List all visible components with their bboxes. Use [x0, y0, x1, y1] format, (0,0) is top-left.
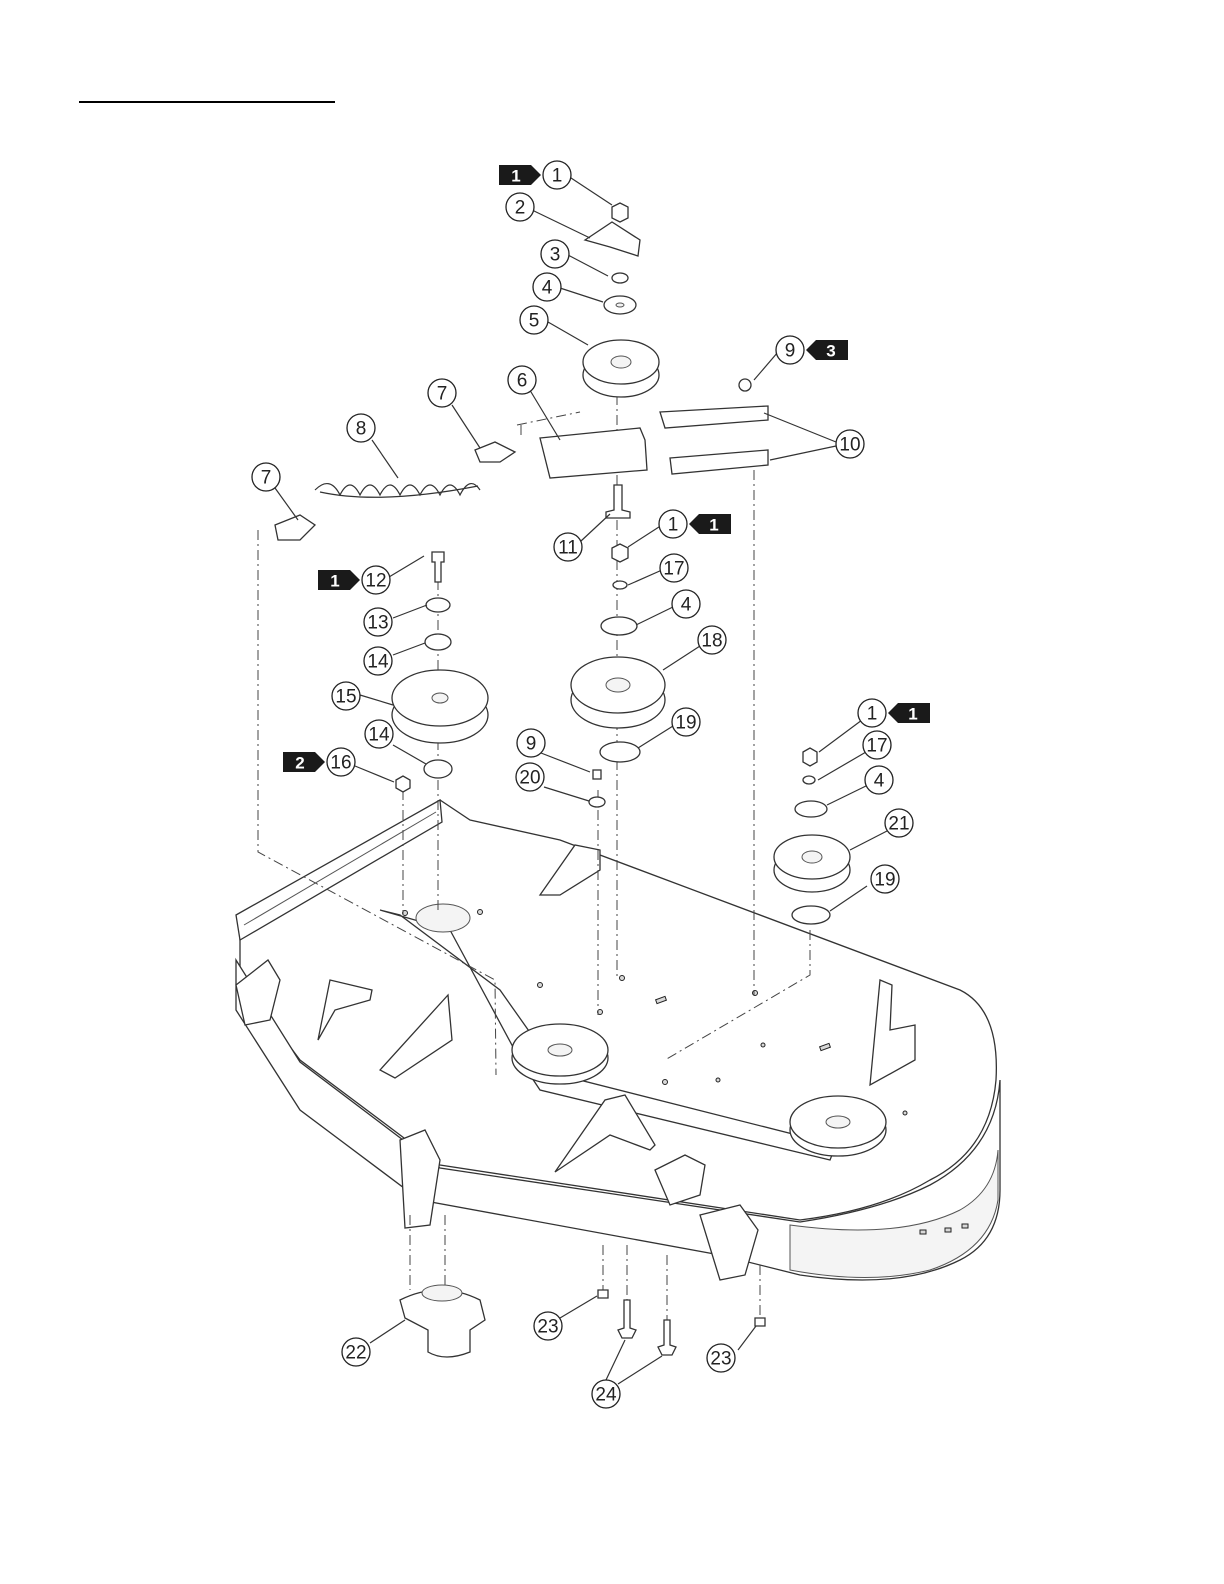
callout-7: 7	[252, 463, 280, 491]
badge-number: 1	[330, 572, 339, 591]
callout-number: 7	[437, 384, 448, 405]
callout-19: 19	[672, 708, 700, 736]
callout-number: 8	[356, 419, 367, 440]
callout-number: 16	[330, 753, 351, 774]
callout-17: 17	[863, 731, 891, 759]
callout-4: 4	[533, 273, 561, 301]
callout-7: 7	[428, 379, 456, 407]
note-badge: 1	[318, 570, 360, 591]
callout-4: 4	[865, 766, 893, 794]
callout-17: 17	[660, 554, 688, 582]
note-badge: 1	[499, 165, 541, 186]
callout-6: 6	[508, 366, 536, 394]
callout-number: 24	[595, 1385, 617, 1406]
callout-11: 11	[554, 533, 582, 561]
callout-number: 2	[515, 198, 526, 219]
callout-number: 14	[367, 652, 389, 673]
callout-number: 19	[874, 870, 895, 891]
callout-24: 24	[592, 1380, 620, 1408]
callout-14: 14	[365, 720, 393, 748]
callout-number: 7	[261, 468, 272, 489]
callout-number: 21	[888, 814, 909, 835]
callout-12: 12 1	[318, 566, 390, 594]
callout-number: 23	[537, 1317, 558, 1338]
note-badge: 1	[888, 703, 930, 724]
callout-number: 17	[866, 736, 887, 757]
callout-number: 10	[839, 435, 860, 456]
badge-number: 1	[709, 516, 718, 535]
callout-1: 11	[499, 161, 571, 189]
callout-14: 14	[364, 647, 392, 675]
callout-number: 11	[558, 538, 578, 559]
callout-number: 19	[675, 713, 696, 734]
callout-13: 13	[364, 608, 392, 636]
callout-16: 16 2	[283, 748, 355, 776]
callout-20: 20	[516, 763, 544, 791]
note-badge: 1	[689, 514, 731, 535]
callout-21: 21	[885, 809, 913, 837]
callout-18: 18	[698, 626, 726, 654]
callout-number: 22	[345, 1343, 366, 1364]
badge-number: 1	[908, 705, 917, 724]
callout-number: 9	[785, 341, 796, 362]
badge-number: 1	[511, 167, 520, 186]
callout-number: 1	[552, 166, 563, 187]
callout-number: 14	[368, 725, 390, 746]
callout-23: 23	[534, 1312, 562, 1340]
badge-number: 3	[826, 342, 835, 361]
callout-number: 6	[517, 371, 528, 392]
callout-number: 12	[365, 571, 386, 592]
callout-9: 9	[517, 729, 545, 757]
note-badge: 2	[283, 752, 325, 773]
callout-4: 4	[672, 590, 700, 618]
callout-2: 2	[506, 193, 534, 221]
badge-number: 2	[295, 754, 304, 773]
callout-number: 9	[526, 734, 537, 755]
callout-number: 15	[335, 687, 356, 708]
callout-number: 5	[529, 311, 540, 332]
callout-10: 10	[836, 430, 864, 458]
callout-8: 8	[347, 414, 375, 442]
callout-5: 5	[520, 306, 548, 334]
callout-number: 1	[668, 515, 679, 536]
callout-3: 3	[541, 240, 569, 268]
callout-number: 17	[663, 559, 684, 580]
note-badge: 3	[806, 340, 848, 361]
callout-number: 4	[681, 595, 692, 616]
callout-number: 1	[867, 704, 878, 725]
callout-23: 23	[707, 1344, 735, 1372]
callout-number: 4	[874, 771, 885, 792]
callout-22: 22	[342, 1338, 370, 1366]
callout-number: 23	[710, 1349, 731, 1370]
callout-number: 18	[701, 631, 722, 652]
callout-19: 19	[871, 865, 899, 893]
callout-15: 15	[332, 682, 360, 710]
callout-number: 20	[519, 768, 540, 789]
callout-number: 4	[542, 278, 553, 299]
callout-number: 3	[550, 245, 561, 266]
callout-number: 13	[367, 613, 388, 634]
